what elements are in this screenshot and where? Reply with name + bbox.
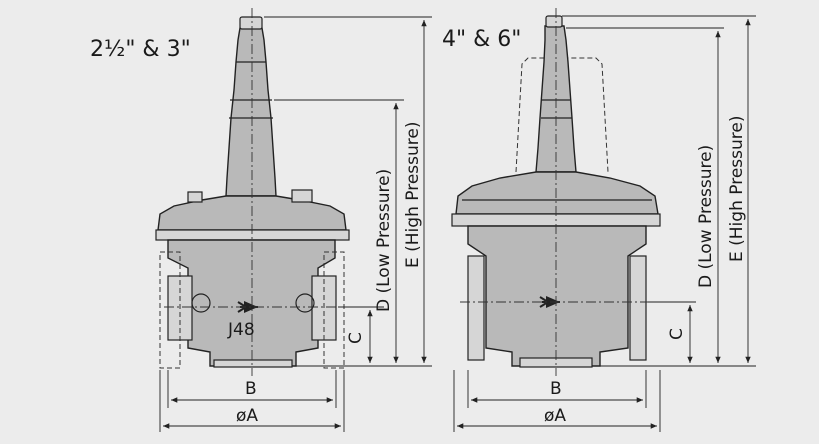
right-model-title: 4" & 6" xyxy=(442,27,521,52)
right-dimensions xyxy=(453,15,756,432)
left-dim-d-label: D (Low Pressure) xyxy=(374,169,394,312)
left-dim-e-label: E (High Pressure) xyxy=(403,122,423,268)
left-dim-a-label: øA xyxy=(236,406,258,426)
left-model-title: 2½" & 3" xyxy=(90,37,191,62)
left-dim-b-label: B xyxy=(245,379,257,399)
left-body-mark: J48 xyxy=(227,320,255,340)
left-dimensions xyxy=(159,16,432,432)
left-regulator-drawing xyxy=(155,8,350,376)
left-dim-c-label: C xyxy=(346,332,366,344)
right-dim-b-label: B xyxy=(550,379,562,399)
right-dim-e-label: E (High Pressure) xyxy=(727,116,747,262)
right-dim-d-label: D (Low Pressure) xyxy=(696,145,716,288)
right-regulator-drawing xyxy=(451,8,661,376)
right-dim-a-label: øA xyxy=(544,406,566,426)
right-dim-c-label: C xyxy=(667,328,687,340)
